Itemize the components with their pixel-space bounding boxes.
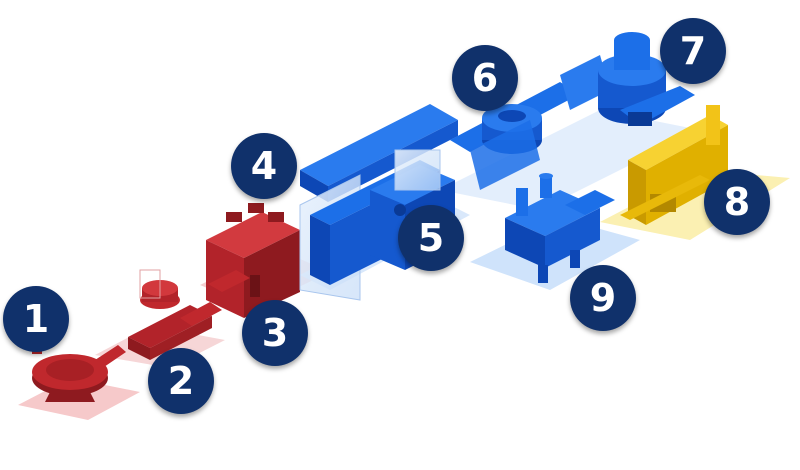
machine-station-1 bbox=[32, 345, 126, 402]
machine-station-8 bbox=[620, 105, 728, 225]
machine-station-6 bbox=[450, 82, 580, 190]
badge-6: 6 bbox=[452, 45, 518, 111]
badge-8: 8 bbox=[704, 169, 770, 235]
floor-station-6-7 bbox=[440, 110, 700, 210]
badge-3-label: 3 bbox=[261, 311, 289, 355]
badge-7-label: 7 bbox=[679, 29, 707, 73]
badge-9: 9 bbox=[570, 265, 636, 331]
badge-4-label: 4 bbox=[250, 144, 278, 188]
machine-station-2 bbox=[128, 269, 222, 360]
badge-4: 4 bbox=[231, 133, 297, 199]
badge-1: 1 bbox=[3, 286, 69, 352]
machine-station-7 bbox=[560, 32, 695, 126]
machine-station-9 bbox=[505, 173, 615, 283]
badge-2-label: 2 bbox=[167, 359, 195, 403]
badge-5-label: 5 bbox=[417, 216, 445, 260]
badge-5: 5 bbox=[398, 205, 464, 271]
badge-9-label: 9 bbox=[589, 276, 617, 320]
badge-7: 7 bbox=[660, 18, 726, 84]
badge-2: 2 bbox=[148, 348, 214, 414]
badge-3: 3 bbox=[242, 300, 308, 366]
badge-8-label: 8 bbox=[723, 180, 751, 224]
machine-station-3 bbox=[206, 203, 300, 318]
badge-6-label: 6 bbox=[471, 56, 499, 100]
badge-1-label: 1 bbox=[22, 297, 50, 341]
